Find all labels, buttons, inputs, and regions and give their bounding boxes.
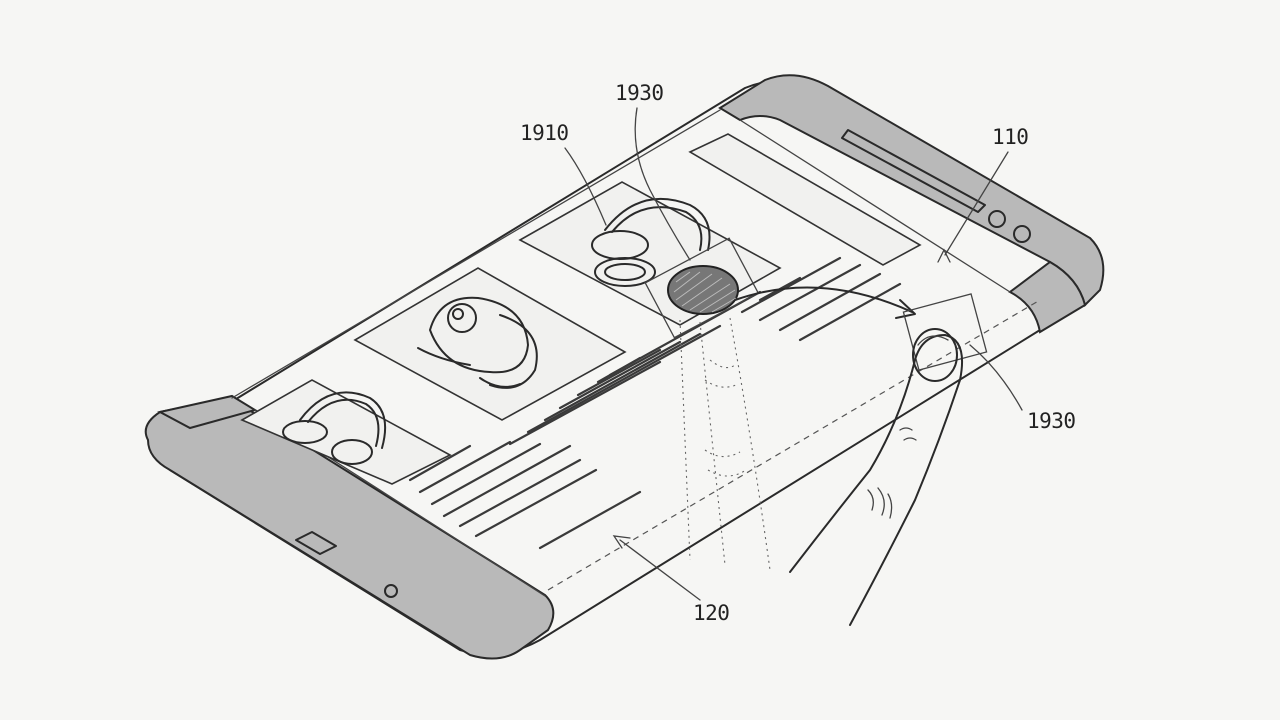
speaker-slot [841,129,986,213]
fingertip-icon [912,328,958,382]
text-lines-bottom [408,440,642,550]
screen-content [240,133,922,550]
content-header-box [688,133,922,266]
ref-label-1930-side: 1930 [1027,409,1076,433]
phone-device [144,74,1105,660]
headphone-icon [591,197,711,287]
left-edge-band [144,396,555,660]
front-sensor-2 [1013,225,1031,243]
front-sensor-1 [988,210,1006,228]
screen-edge-dashed [547,299,1041,591]
leader-lines [564,107,1023,601]
drag-arrow [734,286,916,319]
selected-item-marker [644,237,760,339]
text-lines-middle [508,290,762,446]
right-edge-band [718,74,1105,307]
headphone-icon-bottom [282,391,386,465]
hand-finger [789,293,988,626]
ref-label-110: 110 [992,125,1028,149]
right-edge-face [1008,260,1087,334]
ref-label-120: 120 [693,601,729,625]
ref-label-1930-top: 1930 [615,81,664,105]
product-card-middle [353,267,627,421]
ref-label-1910: 1910 [520,121,569,145]
earphone-icon [417,296,538,389]
microphone-hole [384,584,398,598]
projection-guides [679,317,771,571]
charging-port [295,531,337,555]
